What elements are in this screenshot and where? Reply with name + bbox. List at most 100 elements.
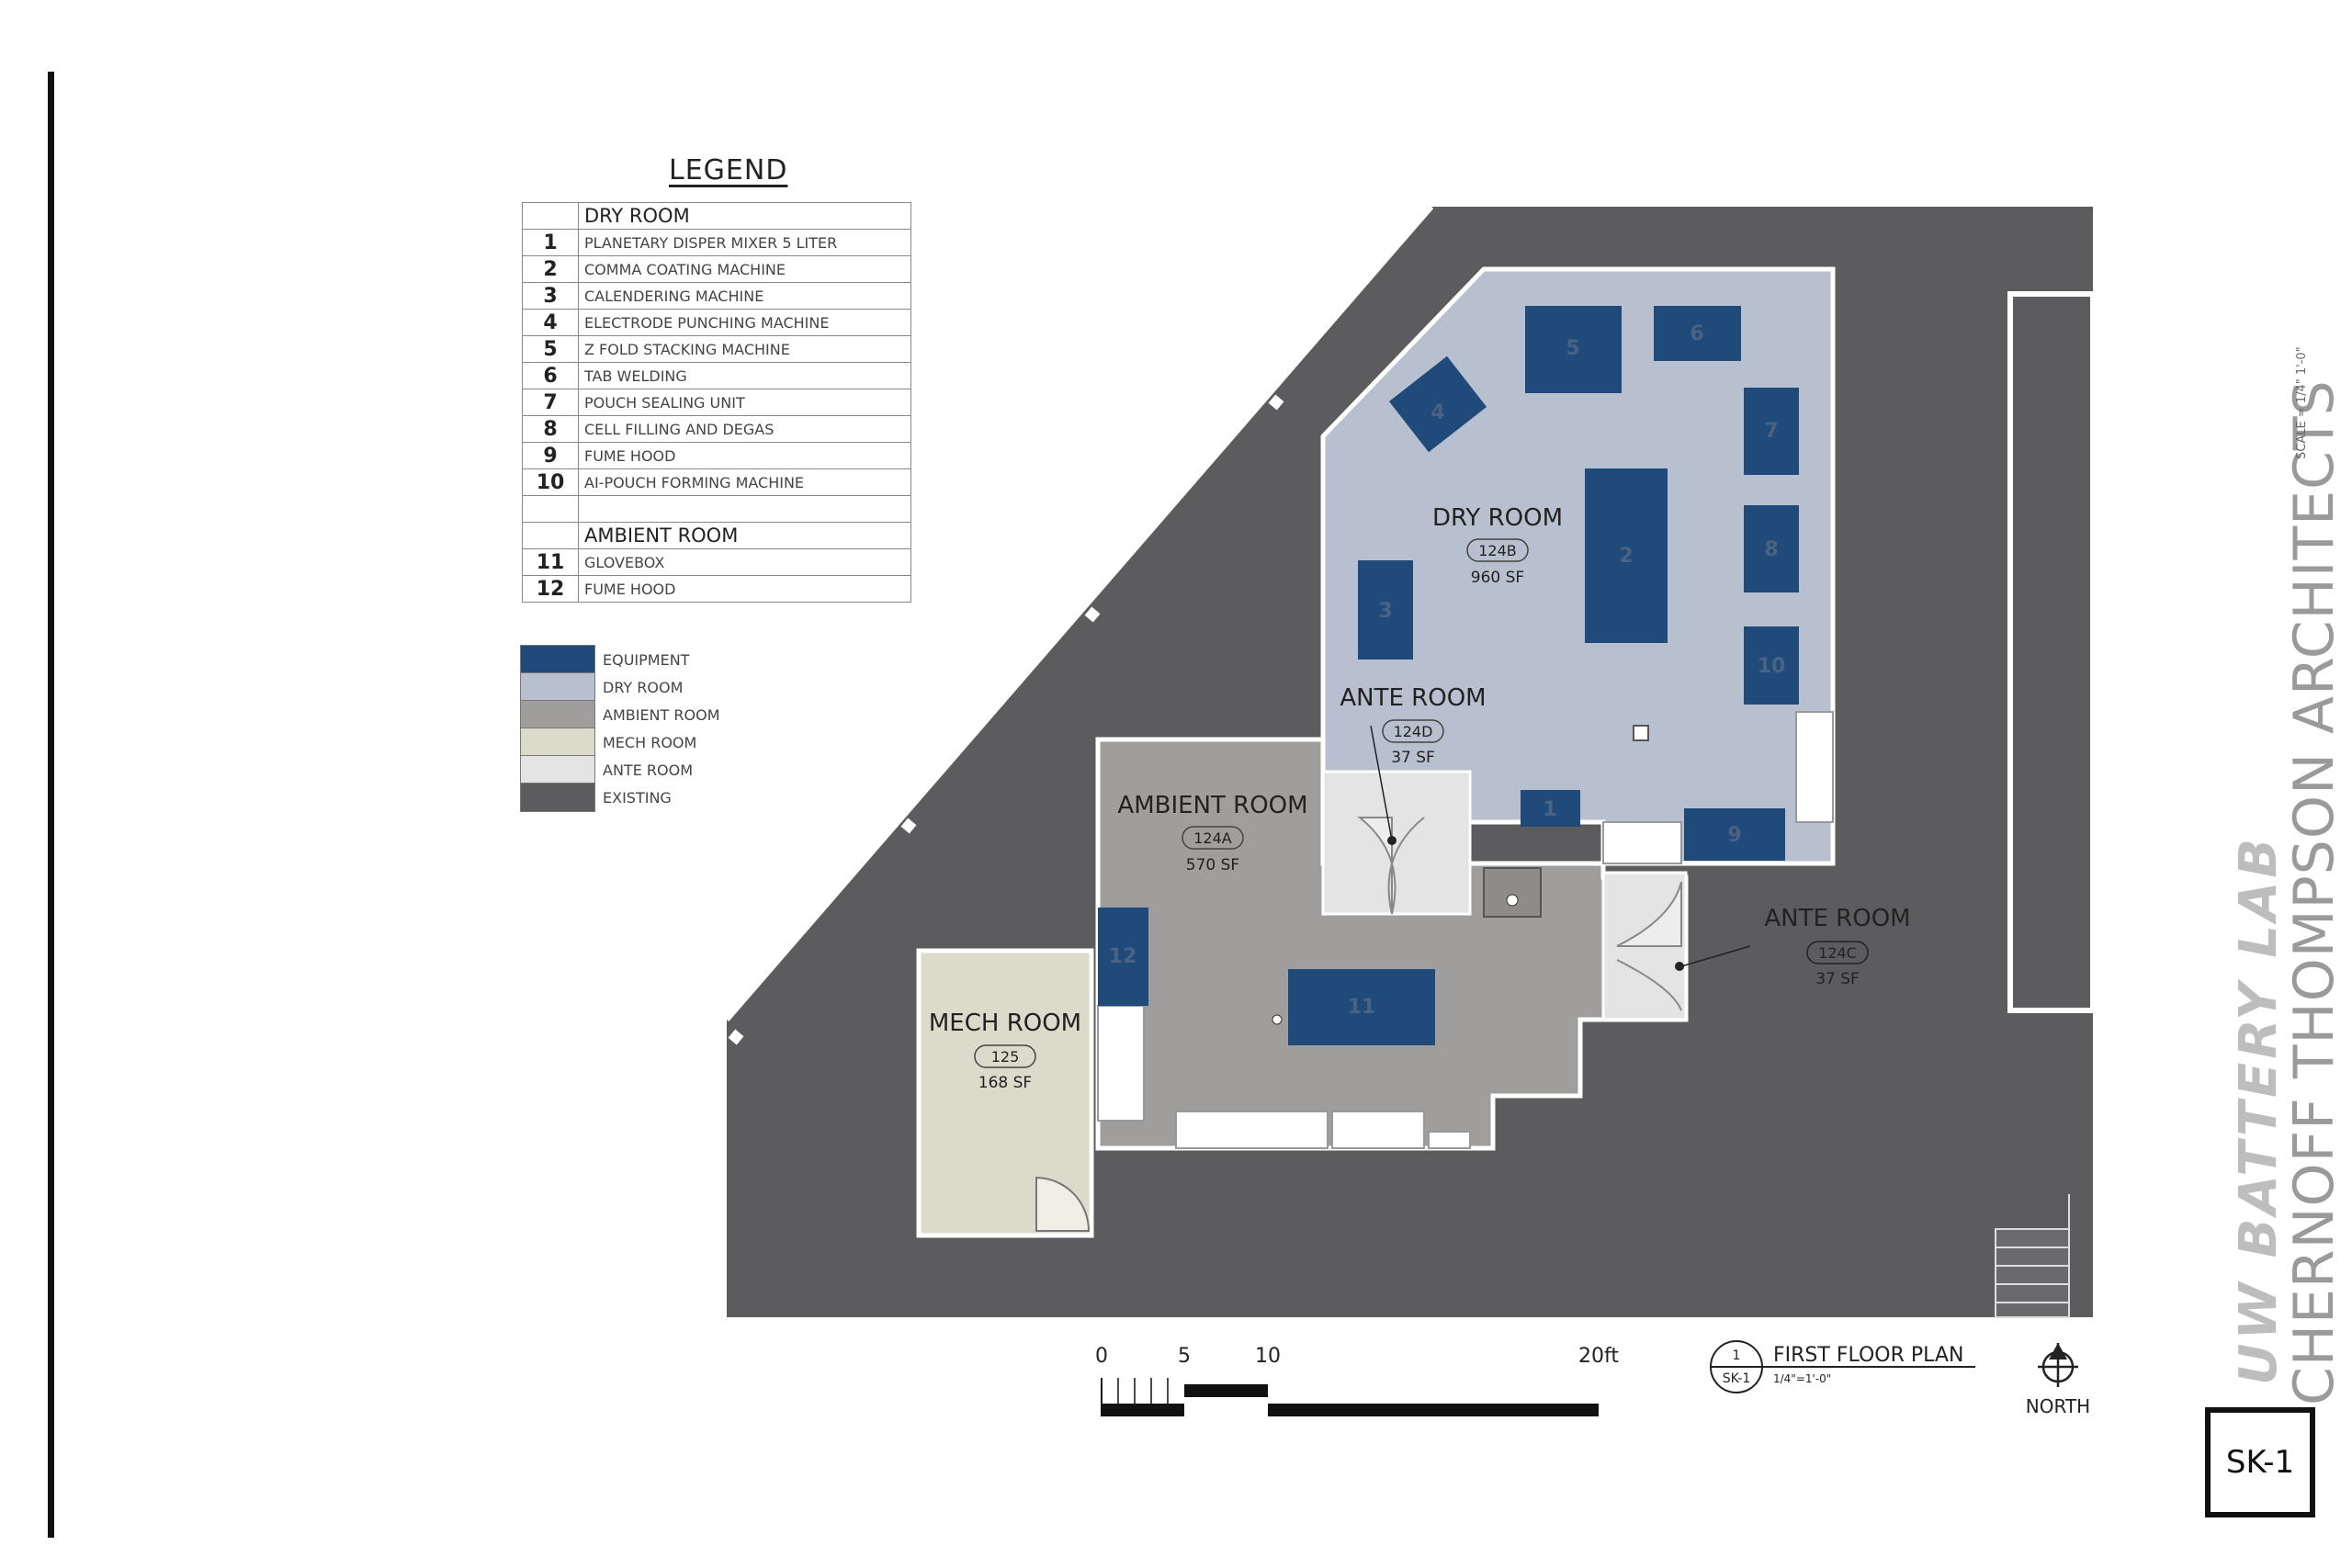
color-key-label: ANTE ROOM (603, 761, 693, 779)
legend-dry-header: DRY ROOM (578, 202, 911, 230)
drawing-scale: 1/4"=1'-0" (1773, 1372, 1831, 1385)
drawing-title: 1 SK-1 FIRST FLOOR PLAN 1/4"=1'-0" (1710, 1340, 1975, 1393)
room-name: DRY ROOM (1432, 504, 1563, 532)
drawing-number: 1 (1733, 1348, 1741, 1363)
equipment-12-label: 12 (1109, 945, 1137, 968)
equipment-5-label: 5 (1566, 337, 1579, 360)
counter (1795, 711, 1834, 823)
color-key-label: EQUIPMENT (603, 650, 690, 669)
equipment-12: 12 (1098, 908, 1148, 1006)
equipment-6-label: 6 (1690, 322, 1703, 345)
right-outline (2007, 291, 2096, 1013)
equipment-1: 1 (1521, 790, 1580, 827)
room-label-dry: DRY ROOM 124B 960 SF (1432, 504, 1563, 587)
equipment-2: 2 (1585, 468, 1668, 643)
north-arrow-icon: NORTH (2026, 1343, 2090, 1417)
scale-tick-label: 0 (1095, 1345, 1108, 1368)
room-tag: 124C (1818, 944, 1857, 962)
counter (1428, 1131, 1471, 1149)
scale-tick-label: 5 (1178, 1345, 1191, 1368)
wall-notch (1084, 606, 1101, 623)
counter (1175, 1111, 1329, 1149)
legend-ambient-header: AMBIENT ROOM (578, 522, 911, 549)
room-name: ANTE ROOM (1764, 905, 1910, 932)
legend-title: LEGEND (669, 154, 788, 186)
room-tag: 124D (1394, 723, 1433, 740)
color-key-existing: EXISTING (520, 783, 796, 812)
floor-drain-icon (1506, 894, 1519, 907)
scale-bar: 0 5 10 20ft (1095, 1345, 1619, 1416)
equipment-9: 9 (1684, 808, 1785, 861)
equipment-5: 5 (1525, 306, 1622, 393)
stair (1995, 1194, 2070, 1318)
legend-num: 12 (522, 575, 579, 603)
drawing-sheet: SK-1 (1723, 1371, 1751, 1386)
equipment-3: 3 (1358, 560, 1413, 660)
room-name: AMBIENT ROOM (1117, 792, 1307, 819)
color-key-dry-room: DRY ROOM (520, 672, 796, 702)
counter (1331, 1111, 1425, 1149)
legend-num: 6 (522, 362, 579, 389)
color-key-equipment: EQUIPMENT (520, 645, 796, 674)
hatch-area (1483, 867, 1542, 918)
firm-name: CHERNOFF THOMPSON ARCHITECTS (2282, 379, 2346, 1405)
equipment-9-label: 9 (1727, 824, 1741, 847)
color-swatch (520, 783, 595, 812)
equipment-10-label: 10 (1758, 655, 1786, 678)
color-swatch (520, 645, 595, 674)
room-area: 960 SF (1471, 569, 1524, 587)
color-key-label: AMBIENT ROOM (603, 705, 720, 724)
color-key-ambient-room: AMBIENT ROOM (520, 700, 796, 729)
room-area: 570 SF (1186, 856, 1239, 874)
exterior-wall (724, 205, 1434, 1021)
legend-label: Z FOLD STACKING MACHINE (578, 335, 911, 363)
legend-header-row: DRY ROOM (522, 202, 911, 230)
room-area: 168 SF (978, 1074, 1032, 1092)
room-tag: 124B (1478, 542, 1517, 559)
equipment-3-label: 3 (1378, 600, 1392, 623)
legend-num: 2 (522, 255, 579, 283)
ante-room-124d-area (1321, 770, 1472, 916)
room-tag: 125 (991, 1048, 1020, 1066)
legend-num: 8 (522, 415, 579, 443)
door-swing (1616, 959, 1682, 1011)
scale-note: SCALE = 1/4" 1'-0" (2295, 346, 2309, 459)
color-swatch (520, 700, 595, 729)
color-key-label: DRY ROOM (603, 678, 684, 696)
door-swing (1035, 1176, 1091, 1232)
equipment-8: 8 (1744, 505, 1799, 592)
equipment-8-label: 8 (1764, 538, 1778, 561)
door-swing (1387, 817, 1425, 915)
equipment-2-label: 2 (1619, 545, 1633, 568)
legend-blank-row (522, 495, 911, 523)
counter (1097, 1005, 1145, 1122)
drawing-title-text: FIRST FLOOR PLAN (1773, 1344, 1963, 1367)
room-label-ambient: AMBIENT ROOM 124A 570 SF (1117, 792, 1307, 874)
floor-drain-icon (1272, 1014, 1283, 1025)
scale-tick-label: 10 (1255, 1345, 1281, 1368)
room-area: 37 SF (1815, 970, 1860, 988)
scale-tick-label: 20ft (1578, 1345, 1619, 1368)
legend-label: GLOVEBOX (578, 548, 911, 576)
legend-label: ELECTRODE PUNCHING MACHINE (578, 309, 911, 336)
equipment-11: 11 (1288, 969, 1435, 1045)
legend-num: 3 (522, 282, 579, 310)
room-area: 37 SF (1391, 749, 1435, 767)
legend-num: 5 (522, 335, 579, 363)
room-name: ANTE ROOM (1340, 684, 1486, 712)
equipment-6: 6 (1654, 306, 1741, 361)
room-label-ante-124c: ANTE ROOM 124C 37 SF (1675, 905, 1911, 988)
color-key-label: MECH ROOM (603, 733, 697, 751)
equipment-7: 7 (1744, 388, 1799, 475)
legend-num: 4 (522, 309, 579, 336)
